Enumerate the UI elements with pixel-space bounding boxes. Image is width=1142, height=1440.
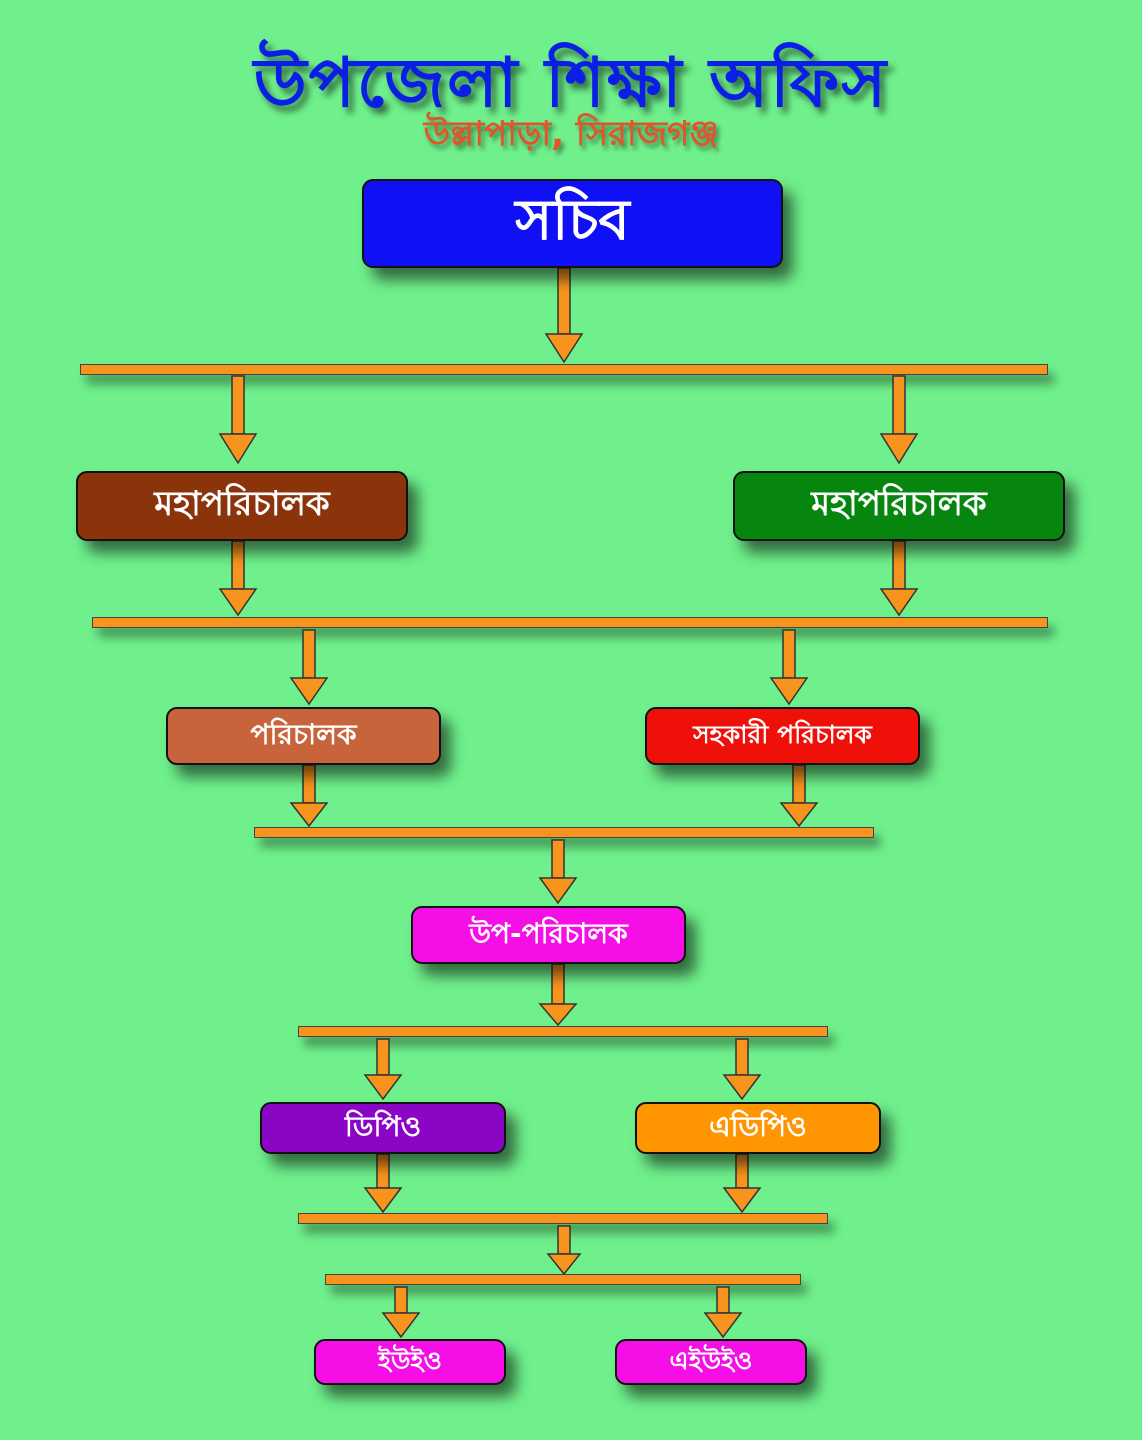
node-aueo: এইউইও bbox=[615, 1339, 807, 1385]
arrow-to-ueo bbox=[381, 1286, 421, 1339]
node-assistant-director-label: সহকারী পরিচালক bbox=[693, 719, 872, 749]
node-deputy-director-label: উপ-পরিচালক bbox=[469, 916, 628, 950]
node-director-label: পরিচালক bbox=[250, 717, 357, 751]
arrow-from-adpo bbox=[722, 1153, 762, 1214]
node-director-general-right: মহাপরিচালক bbox=[733, 471, 1065, 541]
arrow-to-deputy-director bbox=[538, 839, 578, 905]
node-deputy-director: উপ-পরিচালক bbox=[411, 906, 686, 964]
node-assistant-director: সহকারী পরিচালক bbox=[645, 707, 920, 765]
node-ueo: ইউইও bbox=[314, 1339, 506, 1385]
arrow-to-adpo bbox=[722, 1038, 762, 1101]
arrow-from-dg-left bbox=[218, 540, 258, 617]
arrow-to-dpo bbox=[363, 1038, 403, 1101]
node-adpo-label: এডিপিও bbox=[709, 1109, 807, 1143]
node-adpo: এডিপিও bbox=[635, 1102, 881, 1154]
connector-bar-5 bbox=[298, 1213, 828, 1224]
node-dpo: ডিপিও bbox=[260, 1102, 506, 1154]
arrow-to-dg-right bbox=[879, 375, 919, 465]
arrow-to-dg-left bbox=[218, 375, 258, 465]
arrow-to-aueo bbox=[703, 1286, 743, 1339]
node-secretary: সচিব bbox=[362, 179, 783, 268]
connector-bar-2 bbox=[92, 617, 1048, 628]
connector-bar-4 bbox=[298, 1026, 828, 1037]
arrow-from-dg-right bbox=[879, 540, 919, 617]
node-director-general-left-label: মহাপরিচালক bbox=[154, 483, 330, 524]
arrow-from-dpo bbox=[363, 1153, 403, 1214]
connector-bar-1 bbox=[80, 364, 1048, 375]
node-director-general-left: মহাপরিচালক bbox=[76, 471, 408, 541]
arrow-to-director bbox=[289, 629, 329, 706]
node-aueo-label: এইউইও bbox=[669, 1345, 753, 1375]
connector-bar-3 bbox=[254, 827, 874, 838]
arrow-secretary-down bbox=[544, 267, 584, 364]
arrow-from-assistant-director bbox=[779, 764, 819, 828]
node-director: পরিচালক bbox=[166, 707, 441, 765]
node-director-general-right-label: মহাপরিচালক bbox=[811, 483, 987, 524]
arrow-to-assistant-director bbox=[769, 629, 809, 706]
arrow-from-deputy-director bbox=[538, 963, 578, 1027]
connector-bar-6 bbox=[325, 1274, 801, 1285]
office-location: উল্লাপাড়া, সিরাজগঞ্জ bbox=[423, 114, 719, 154]
node-secretary-label: সচিব bbox=[515, 187, 630, 253]
arrow-from-director bbox=[289, 764, 329, 828]
node-ueo-label: ইউইও bbox=[378, 1345, 442, 1375]
arrow-between-bars bbox=[546, 1225, 582, 1276]
office-title: উপজেলা শিক্ষা অফিস bbox=[253, 44, 889, 123]
node-dpo-label: ডিপিও bbox=[344, 1109, 422, 1143]
